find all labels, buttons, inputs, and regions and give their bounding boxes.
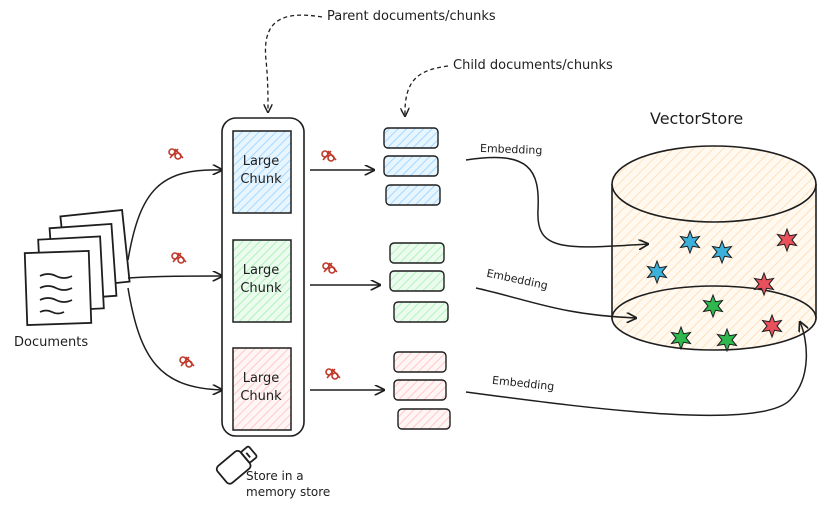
large-chunk-label-line2: Chunk <box>240 389 282 404</box>
documents-label: Documents <box>14 335 89 350</box>
large-chunk-label: Large Chunk <box>233 262 289 298</box>
star-icon <box>753 271 775 297</box>
star-icon <box>761 313 783 339</box>
scissors-icon <box>322 262 338 274</box>
large-chunk-label: Large Chunk <box>233 153 289 189</box>
star-icon <box>670 325 692 351</box>
parent-label: Parent documents/chunks <box>327 9 496 24</box>
document-stack-icon <box>23 208 131 327</box>
embedding-stars <box>646 227 798 353</box>
embedding-arrows <box>465 156 806 417</box>
scissors-icon <box>325 368 341 380</box>
usb-drive-icon <box>215 445 258 485</box>
embedding-label: Embedding <box>479 141 543 158</box>
large-chunk-green <box>232 239 292 323</box>
large-chunk-blue <box>232 130 292 214</box>
vectorstore-title: VectorStore <box>650 109 744 128</box>
parent-label-arrow <box>265 14 323 112</box>
large-chunk-label-line1: Large <box>242 154 280 169</box>
child-chunks-blue <box>383 127 441 206</box>
large-chunk-label-line2: Chunk <box>240 281 282 296</box>
star-icon <box>711 239 733 265</box>
large-chunk-label-line1: Large <box>242 263 280 278</box>
large-chunk-label: Large Chunk <box>233 370 289 406</box>
store-label-line1: Store in a <box>246 469 304 483</box>
child-label-arrow <box>405 65 449 116</box>
child-chunks-green <box>389 242 449 323</box>
child-label: Child documents/chunks <box>453 58 613 73</box>
large-chunk-label-line2: Chunk <box>240 172 282 187</box>
chunk-to-child-arrows <box>310 170 384 390</box>
scissors-icon <box>171 252 187 264</box>
scissors-icon <box>179 356 195 368</box>
star-icon <box>646 259 668 285</box>
child-chunks-pink <box>393 351 451 430</box>
large-chunk-label-line1: Large <box>242 371 280 386</box>
vectorstore-cylinder <box>611 145 817 351</box>
store-label-line2: memory store <box>246 485 331 499</box>
star-icon <box>702 293 724 319</box>
store-label: Store in a memory store <box>246 468 330 500</box>
scissors-icon <box>321 150 337 162</box>
star-icon <box>679 229 701 255</box>
document-to-chunk-arrows <box>127 170 222 390</box>
star-icon <box>776 227 798 253</box>
scissors-icon <box>168 148 184 160</box>
large-chunk-pink <box>232 347 292 431</box>
star-icon <box>716 327 738 353</box>
